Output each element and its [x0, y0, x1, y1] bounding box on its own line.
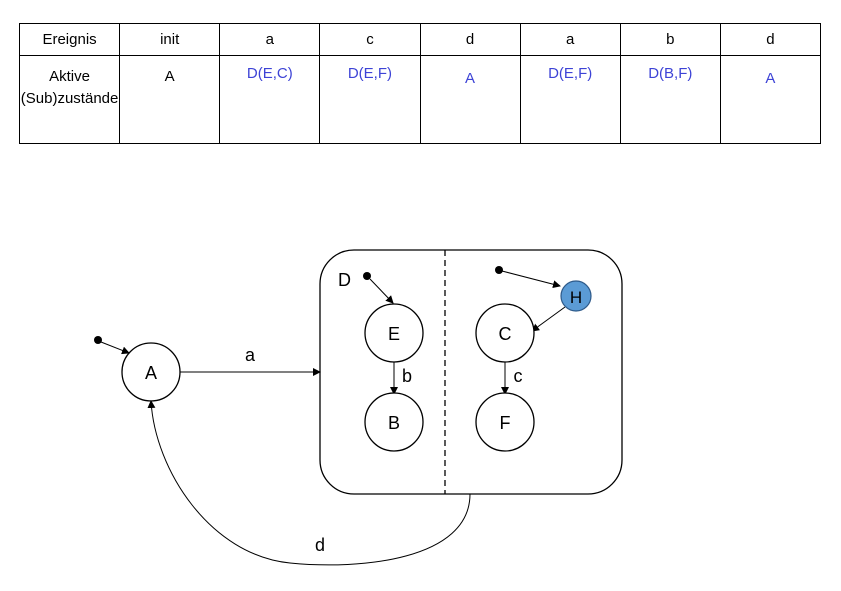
event-row-label: Ereignis [18, 23, 121, 56]
state-a-label: A [145, 363, 157, 383]
history-transition-c [531, 306, 566, 332]
initial-transition-h [501, 270, 561, 289]
state-f [475, 392, 535, 452]
initial-pseudostate-h [495, 266, 503, 274]
state-cell-handwritten: D(E,F) [519, 55, 621, 144]
initial-pseudostate-a [94, 336, 102, 344]
active-states-label-line2: (Sub)zustände [20, 90, 119, 107]
state-cell: A [119, 55, 221, 144]
transition-c-label: c [514, 366, 523, 386]
history-state-label: H [570, 288, 582, 307]
event-row: Ereignis init a c d a b d [18, 23, 822, 56]
state-cell-handwritten: D(E,C) [219, 55, 321, 144]
state-cell-handwritten: D(B,F) [619, 55, 721, 144]
initial-transition-e [369, 278, 394, 304]
state-e-label: E [388, 324, 400, 344]
state-c-label: C [499, 324, 512, 344]
state-f-label: F [500, 413, 511, 433]
history-state-h [560, 280, 592, 312]
transition-a-label: a [245, 345, 256, 365]
event-cell: d [719, 23, 822, 56]
active-states-label: Aktive (Sub)zustände [18, 55, 121, 144]
event-table: Ereignis init a c d a b d Aktive (Sub)zu… [18, 23, 822, 144]
composite-state-label: D [338, 270, 351, 290]
transition-d-arrow [147, 400, 471, 566]
event-cell: init [119, 23, 221, 56]
event-cell: b [619, 23, 721, 56]
initial-transition-a [100, 341, 130, 355]
active-states-row: Aktive (Sub)zustände A D(E,C) D(E,F) A D… [18, 55, 822, 144]
state-cell-handwritten: D(E,F) [319, 55, 421, 144]
initial-pseudostate-e [363, 272, 371, 280]
transition-b-label: b [402, 366, 412, 386]
event-cell: a [519, 23, 621, 56]
state-b-label: B [388, 413, 400, 433]
active-states-label-line1: Aktive [49, 68, 90, 85]
state-cell-handwritten: A [719, 55, 822, 144]
state-b [364, 392, 424, 452]
transition-d-label: d [315, 535, 325, 555]
